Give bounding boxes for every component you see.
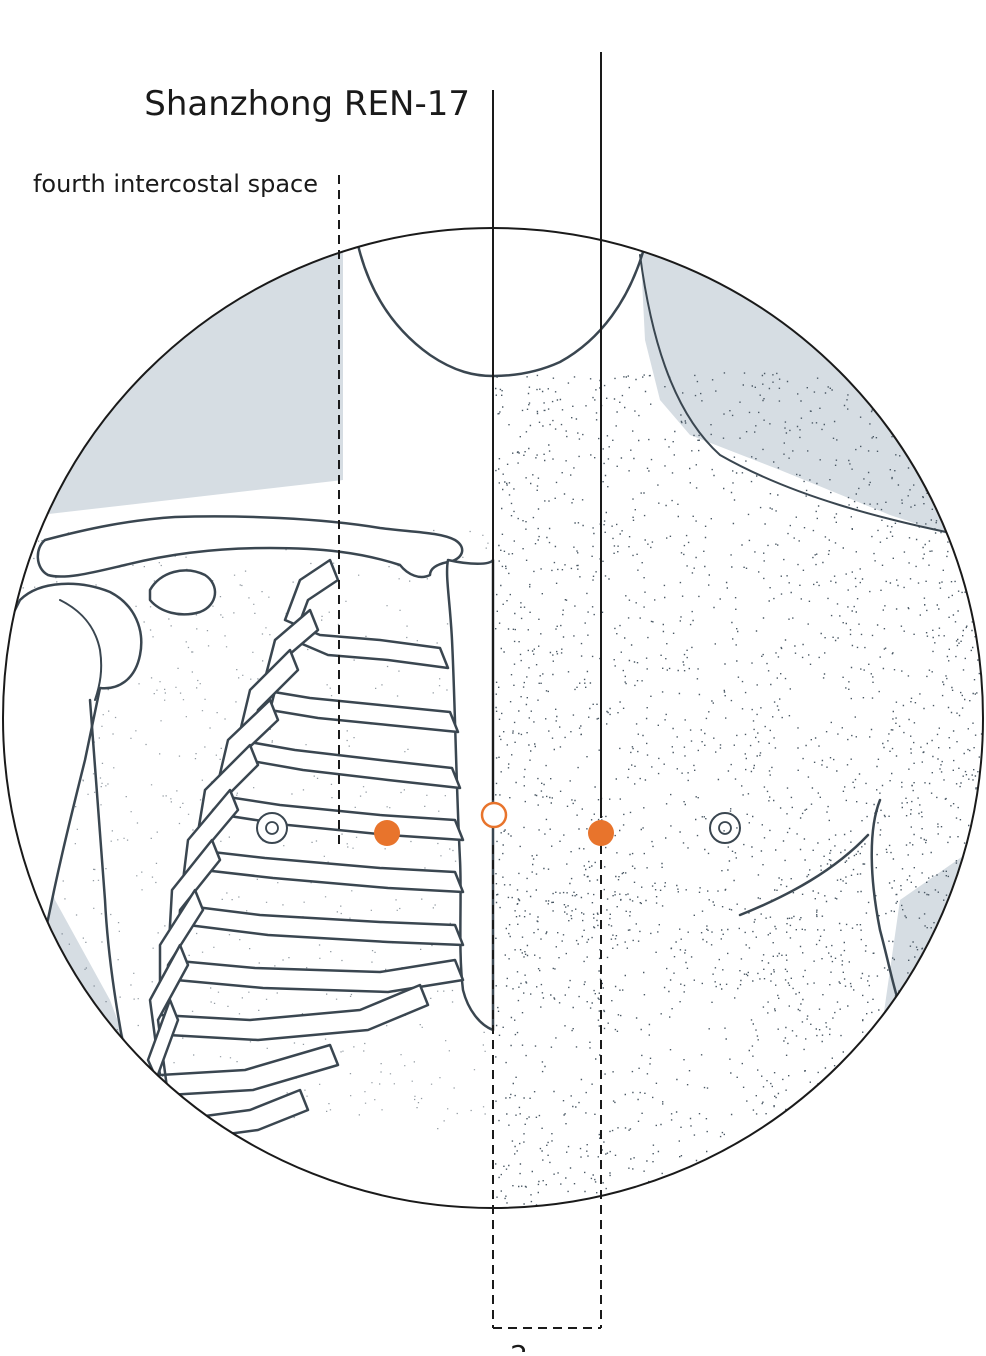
clavicle (36, 515, 464, 579)
rib-cage (146, 558, 465, 1142)
landmark-label: fourth intercostal space (33, 170, 318, 198)
shadow-top-left (3, 228, 343, 525)
humerus-inner (59, 599, 103, 701)
hollow-circle-icon (480, 801, 508, 829)
left-nipple (256, 812, 288, 844)
filled-circle-icon (374, 820, 400, 846)
measure-label: 2 (510, 1339, 528, 1352)
filled-circle-icon (588, 820, 614, 846)
neck-left-outline (356, 243, 495, 378)
right-pectoral-line (738, 833, 870, 917)
acromion (148, 569, 217, 616)
humerus-shaft (88, 698, 132, 1082)
right-shoulder-outline (639, 254, 983, 541)
right-nipple (709, 812, 741, 844)
right-armpit-line (870, 798, 900, 1002)
point-name-label: Shanzhong REN-17 (144, 84, 470, 124)
neck-right-outline (491, 243, 647, 378)
rib (283, 558, 450, 670)
